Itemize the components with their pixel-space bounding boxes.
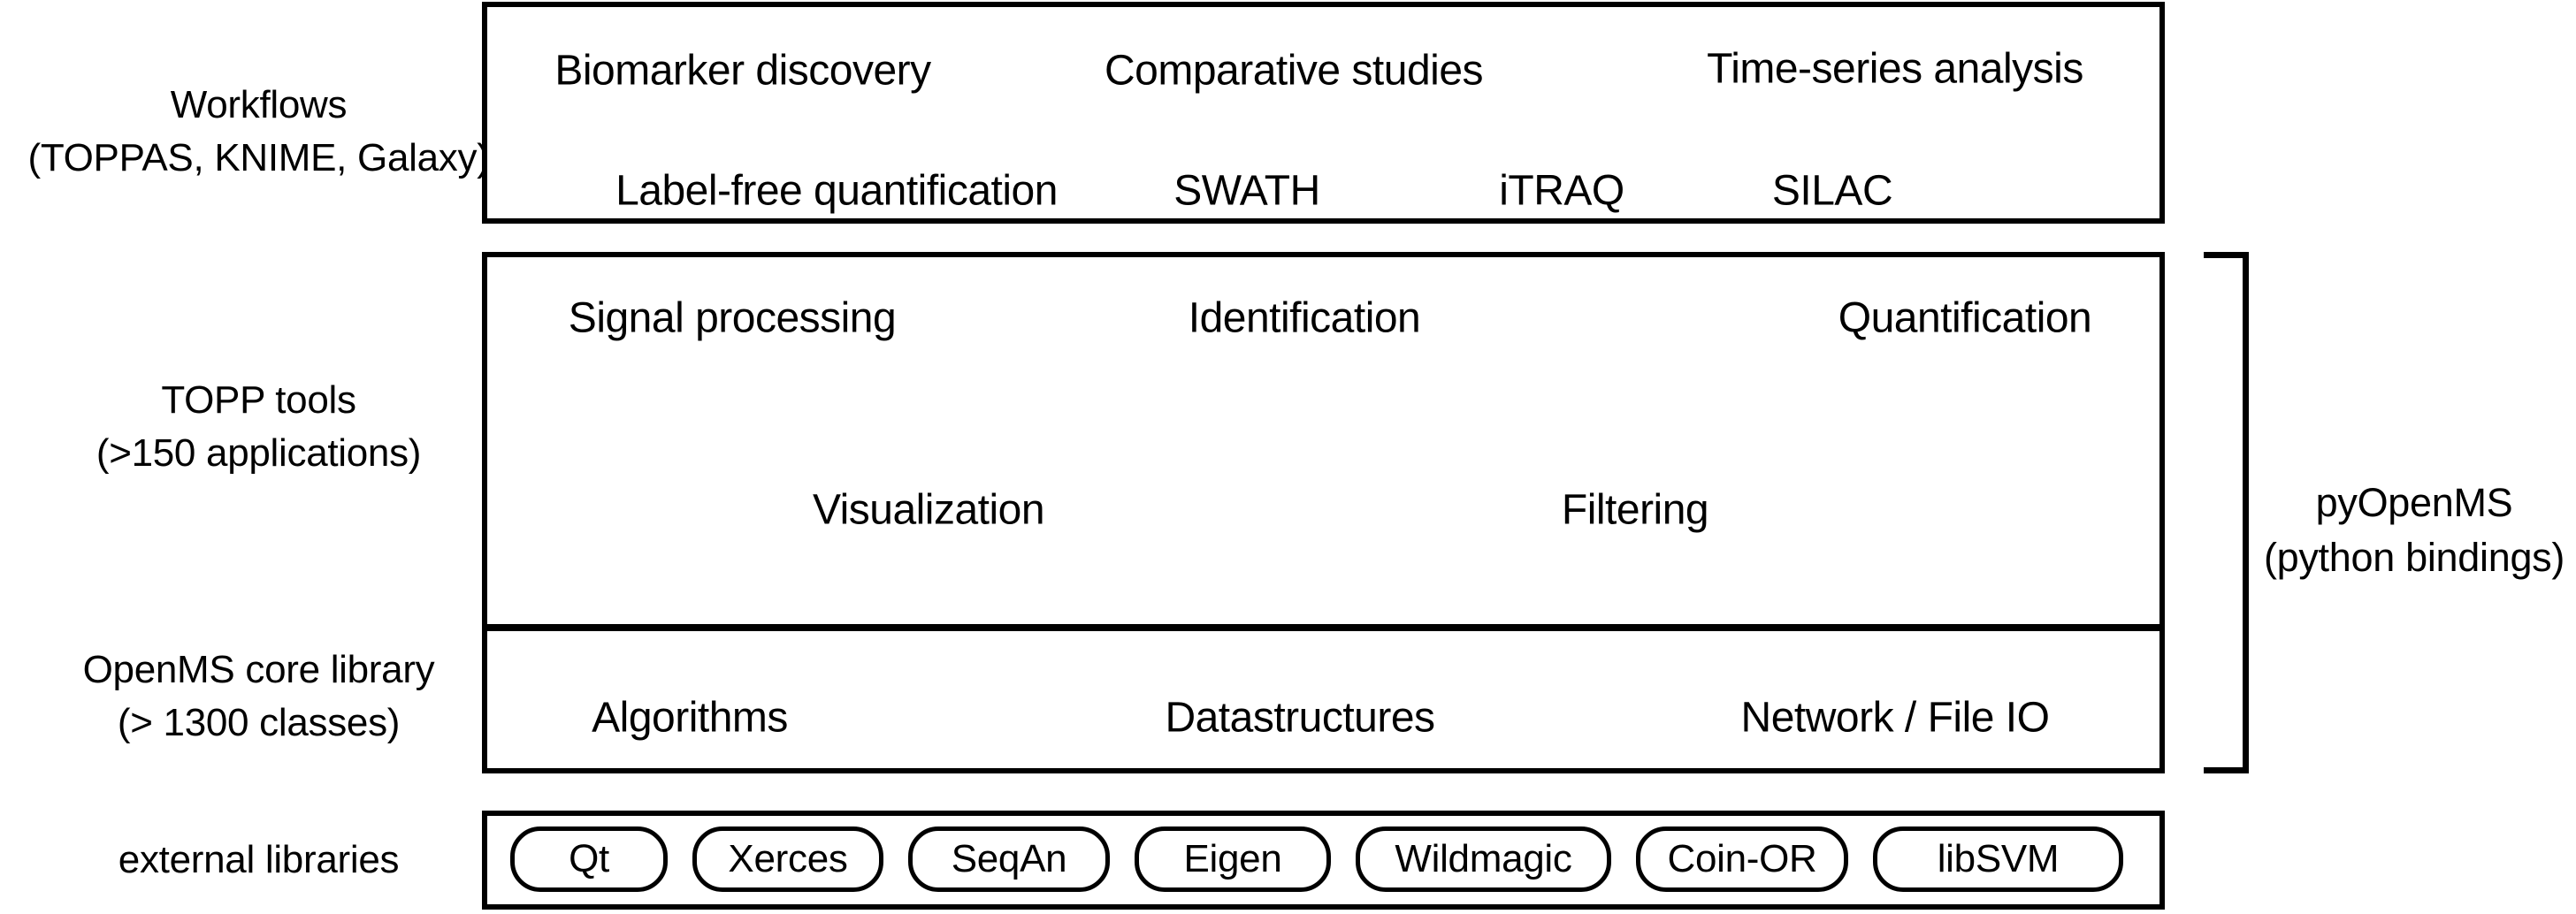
pill-coin-or: Coin-OR [1636,826,1848,892]
pill-qt: Qt [510,826,668,892]
topp-core-divider [487,624,2159,631]
workflow-item-swath: SWATH [1173,167,1320,215]
workflow-item-label-free-quantification: Label-free quantification [615,167,1058,215]
topp-item-identification: Identification [1188,294,1421,342]
pill-libsvm: libSVM [1873,826,2123,892]
core-library-layer-label-line1: OpenMS core library [82,648,435,691]
pyopenms-bracket [2204,252,2249,773]
pill-seqan: SeqAn [908,826,1110,892]
pill-wildmagic: Wildmagic [1356,826,1611,892]
external-libraries-layer-label: external libraries [0,834,517,887]
core-library-layer-label-line2: (> 1300 classes) [117,701,401,744]
pyopenms-label: pyOpenMS (python bindings) [2251,476,2576,585]
workflows-box [482,2,2165,224]
core-library-layer-label: OpenMS core library (> 1300 classes) [0,644,517,750]
workflow-item-silac: SILAC [1771,167,1893,215]
workflow-item-biomarker-discovery: Biomarker discovery [554,47,931,95]
topp-tools-layer-label: TOPP tools (>150 applications) [0,374,517,480]
topp-item-visualization: Visualization [812,486,1045,534]
external-libraries-pill-row: Qt Xerces SeqAn Eigen Wildmagic Coin-OR … [510,826,2123,892]
external-libraries-layer-label-line1: external libraries [118,838,400,881]
core-item-datastructures: Datastructures [1165,694,1435,742]
core-item-network-file-io: Network / File IO [1740,694,2050,742]
workflows-layer-label-line2: (TOPPAS, KNIME, Galaxy) [27,136,490,179]
workflow-item-comparative-studies: Comparative studies [1104,47,1484,95]
topp-item-signal-processing: Signal processing [568,294,897,342]
topp-tools-layer-label-line2: (>150 applications) [96,431,422,475]
topp-tools-layer-label-line1: TOPP tools [161,378,356,422]
topp-core-box [482,252,2165,773]
pyopenms-label-line1: pyOpenMS [2315,480,2513,525]
pyopenms-label-line2: (python bindings) [2263,535,2565,580]
workflow-item-itraq: iTRAQ [1499,167,1624,215]
topp-item-quantification: Quantification [1838,294,2092,342]
topp-item-filtering: Filtering [1561,486,1709,534]
core-item-algorithms: Algorithms [592,694,788,742]
workflow-item-time-series-analysis: Time-series analysis [1707,45,2083,93]
workflows-layer-label: Workflows (TOPPAS, KNIME, Galaxy) [0,79,517,185]
pill-xerces: Xerces [692,826,883,892]
workflows-layer-label-line1: Workflows [170,83,348,126]
pill-eigen: Eigen [1135,826,1331,892]
